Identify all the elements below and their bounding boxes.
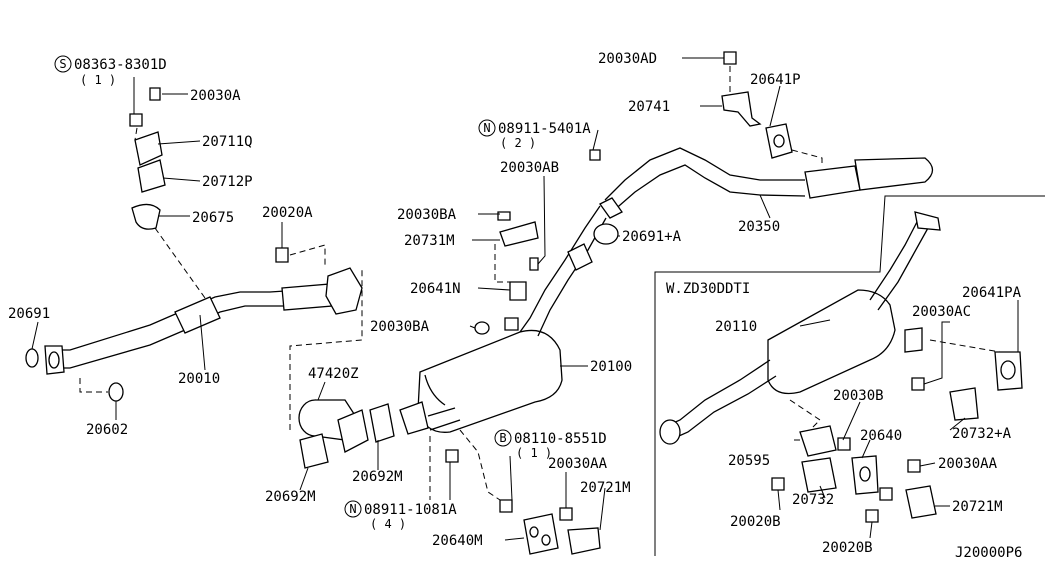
inset-callout-20030ac: 20030AC (912, 304, 971, 320)
callout-20741: 20741 (628, 99, 670, 115)
inset-callout-20030aa: 20030AA (938, 456, 998, 472)
callout-20675: 20675 (192, 210, 234, 226)
inset-muffler-20110 (659, 211, 941, 445)
mount-20641n (474, 211, 539, 335)
inset-callout-20732-a: 20732+A (952, 426, 1012, 442)
catalyst-47420z (289, 270, 395, 469)
inset-frame (654, 195, 1045, 556)
callout-20030ad: 20030AD (598, 51, 657, 67)
callout-20100: 20100 (590, 359, 632, 375)
svg-text:B: B (499, 431, 506, 445)
callout-08363-8301d: 08363-8301D (74, 57, 167, 73)
hanger-20741 (721, 51, 823, 165)
front-exhaust-tube-20010 (44, 267, 363, 375)
callout-08110-8551d-qty: ( 1 ) (516, 446, 552, 460)
n-badge-1: N (478, 119, 496, 137)
callout-47420z: 47420Z (308, 366, 359, 382)
callout-20711q: 20711Q (202, 134, 253, 150)
callout-20641p: 20641P (750, 72, 801, 88)
inset-callout-20030b: 20030B (833, 388, 884, 404)
inset-callout-20640: 20640 (860, 428, 902, 444)
callout-08911-1081a-qty: ( 4 ) (370, 517, 406, 531)
svg-text:N: N (483, 121, 490, 135)
callout-20030a: 20030A (190, 88, 241, 104)
gasket-20602 (79, 378, 124, 402)
callout-20030ab: 20030AB (500, 160, 559, 176)
callout-20640m: 20640M (432, 533, 483, 549)
callout-20350: 20350 (738, 219, 780, 235)
callout-20692m-a: 20692M (352, 469, 403, 485)
callout-20602: 20602 (86, 422, 128, 438)
inset-callout-20641pa: 20641PA (962, 285, 1022, 301)
callout-20721m: 20721M (580, 480, 631, 496)
callout-08911-5401a-qty: ( 2 ) (500, 136, 536, 150)
callout-08911-1081a: 08911-1081A (364, 502, 457, 518)
callout-20692m-b: 20692M (265, 489, 316, 505)
rear-hangers-20640m (429, 429, 601, 555)
callout-20030ba-a: 20030BA (397, 207, 457, 223)
inset-title: W.ZD30DDTI (666, 281, 750, 297)
callout-08110-8551d: 08110-8551D (514, 431, 607, 447)
bracket-stack-20711q (129, 87, 206, 299)
n-badge-2: N (344, 500, 362, 518)
callout-20030aa: 20030AA (548, 456, 608, 472)
callout-20712p: 20712P (202, 174, 253, 190)
callout-20691-a: 20691+A (622, 229, 682, 245)
inset-bracket-20732 (771, 399, 937, 523)
inset-callout-20721m: 20721M (952, 499, 1003, 515)
inset-callout-20020b-a: 20020B (730, 514, 781, 530)
inset-callout-20110: 20110 (715, 319, 757, 335)
callout-20731m: 20731M (404, 233, 455, 249)
leader-lines (31, 57, 1019, 541)
callout-20641n: 20641N (410, 281, 461, 297)
inset-callout-20595: 20595 (728, 453, 770, 469)
gasket-20691 (25, 348, 39, 368)
bolt-20020a (275, 244, 326, 268)
inset-callout-20732: 20732 (792, 492, 834, 508)
svg-text:S: S (59, 57, 66, 71)
callout-08363-qty: ( 1 ) (80, 73, 116, 87)
callout-20030ba-b: 20030BA (370, 319, 430, 335)
inset-hanger-20641pa (911, 339, 1023, 421)
callout-20010: 20010 (178, 371, 220, 387)
main-muffler-20350 (589, 147, 934, 245)
inset-callout-20020b-b: 20020B (822, 540, 873, 556)
diagram-reference: J20000P6 (955, 545, 1022, 561)
callout-20691: 20691 (8, 306, 50, 322)
svg-text:N: N (349, 502, 356, 516)
s-badge: S (54, 55, 72, 73)
pre-muffler-20100 (399, 205, 607, 435)
callout-20020a: 20020A (262, 205, 313, 221)
b-badge: B (494, 429, 512, 447)
callout-08911-5401a: 08911-5401A (498, 121, 591, 137)
